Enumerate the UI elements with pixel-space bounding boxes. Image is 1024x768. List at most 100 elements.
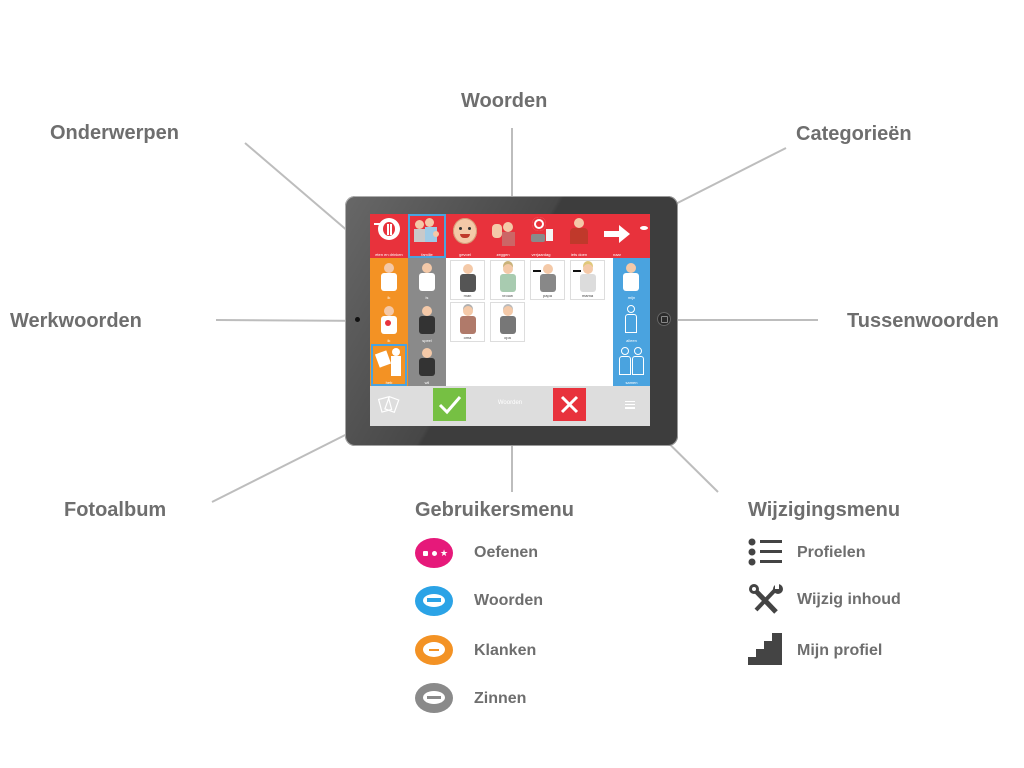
word-tile[interactable]: vrouw (490, 260, 525, 300)
menu-item-wijzig-inhoud[interactable]: Wijzig inhoud (797, 591, 901, 608)
verb-tile[interactable]: heb (371, 344, 407, 386)
cake-icon (528, 217, 554, 245)
list-icon (748, 538, 782, 566)
menu-item-woorden[interactable]: Woorden (474, 592, 544, 609)
callout-tussenwoorden: Tussenwoorden (847, 310, 999, 332)
camera-dot (355, 317, 360, 322)
menu-item-klanken[interactable]: Klanken (474, 642, 537, 659)
function-word-label: samen (625, 380, 638, 385)
category-tile-iets-doen[interactable]: iets doen (560, 214, 598, 258)
word-label: oma (463, 335, 472, 340)
callout-wijzigingsmenu: Wijzigingsmenu (748, 499, 901, 521)
woorden-badge (415, 586, 455, 618)
speech-bubble-icon (415, 683, 453, 713)
waving-hand-icon (490, 220, 516, 246)
category-tile-gevoel[interactable]: gevoel (446, 214, 484, 258)
category-label: familie (421, 252, 433, 257)
verb-tile[interactable]: ik (371, 302, 407, 344)
verb-tile-alt[interactable]: wil (409, 344, 445, 386)
zinnen-badge (415, 683, 455, 715)
callout-categorieen: Categorieën (796, 123, 912, 145)
speech-bubble-icon (415, 586, 453, 616)
word-label: opa (504, 335, 511, 340)
tablet-screen: eten en drinken familie gevoel zeggen (370, 214, 650, 426)
category-label: verjaardag (531, 252, 551, 257)
stairs-icon (748, 633, 782, 665)
word-tile[interactable]: papa (530, 260, 565, 300)
verb-tile-alt[interactable]: speel (409, 302, 445, 344)
category-tile-verjaardag[interactable]: verjaardag (522, 214, 560, 258)
bottom-bar-title: Woorden (497, 400, 523, 406)
word-tile[interactable]: opa (490, 302, 525, 342)
hamburger-icon[interactable] (625, 401, 635, 409)
word-tile[interactable]: mama (570, 260, 605, 300)
person-icon (418, 348, 436, 376)
person-icon (380, 263, 398, 291)
function-word-label: alleen (626, 338, 637, 343)
category-tile-partial[interactable] (636, 214, 650, 258)
category-label: iets doen (570, 252, 588, 257)
category-label: zeggen (496, 252, 510, 257)
person-icon (459, 264, 477, 292)
category-tile-eten[interactable]: eten en drinken (370, 214, 408, 258)
person-icon (499, 306, 517, 334)
person-icon (380, 306, 398, 334)
fork-knife-icon (378, 218, 400, 240)
category-label: eten en drinken (375, 252, 403, 257)
person-icon (499, 264, 517, 292)
check-icon (438, 396, 462, 415)
menu-item-oefenen[interactable]: Oefenen (474, 544, 539, 561)
photo-cards-icon[interactable] (378, 395, 400, 413)
function-word-label: mijn (627, 295, 636, 300)
menu-item-zinnen[interactable]: Zinnen (474, 690, 527, 707)
dots-star-icon: ★ (415, 538, 453, 568)
person-icon (573, 264, 597, 292)
word-label: papa (543, 293, 552, 298)
word-label: man (463, 293, 472, 298)
verb-label: speel (422, 338, 432, 343)
function-word-tile[interactable]: samen (613, 344, 650, 386)
bottom-bar (370, 386, 650, 426)
person-icon (459, 306, 477, 334)
word-tile[interactable]: oma (450, 302, 485, 342)
category-tile-familie[interactable]: familie (408, 214, 446, 258)
word-label: mama (581, 293, 594, 298)
category-label: gevoel (459, 252, 471, 257)
word-tile[interactable]: man (450, 260, 485, 300)
klanken-badge (415, 635, 455, 667)
callout-woorden: Woorden (461, 90, 548, 112)
cancel-button[interactable] (553, 388, 586, 421)
callout-fotoalbum: Fotoalbum (64, 499, 167, 521)
person-icon (418, 306, 436, 334)
face-icon (453, 218, 477, 244)
person-icon (533, 264, 557, 292)
family-icon (413, 218, 441, 244)
person-icon (374, 348, 403, 376)
callout-gebruikersmenu: Gebruikersmenu (415, 499, 574, 521)
person-icon (568, 218, 590, 246)
close-icon (560, 395, 579, 414)
function-word-tile[interactable]: alleen (613, 302, 650, 344)
word-label: vrouw (502, 293, 513, 298)
person-icon (624, 305, 638, 335)
confirm-button[interactable] (433, 388, 466, 421)
callout-onderwerpen: Onderwerpen (50, 122, 179, 144)
person-icon (622, 263, 640, 291)
category-label: naar (612, 252, 621, 257)
home-button[interactable] (657, 312, 671, 326)
oefenen-badge: ★ (415, 538, 455, 570)
menu-item-mijn-profiel[interactable]: Mijn profiel (797, 642, 883, 659)
speech-bubble-icon (415, 635, 453, 665)
verb-label: is (425, 295, 429, 300)
verb-tile-alt[interactable]: is (409, 259, 445, 301)
verb-tile[interactable]: ik (371, 259, 407, 301)
function-word-tile[interactable]: mijn (613, 259, 650, 301)
menu-item-profielen[interactable]: Profielen (797, 544, 866, 561)
category-tile-naar[interactable]: naar (598, 214, 636, 258)
person-icon (418, 263, 436, 291)
arrow-right-icon (604, 225, 630, 243)
tools-icon (749, 584, 783, 614)
category-tile-zeggen[interactable]: zeggen (484, 214, 522, 258)
verb-label: heb (385, 380, 393, 385)
callout-werkwoorden: Werkwoorden (10, 310, 142, 332)
